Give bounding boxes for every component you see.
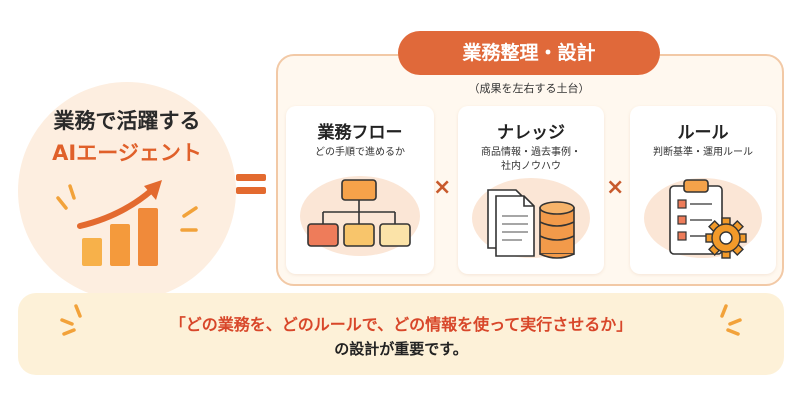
sparkle-left-icon (60, 304, 82, 336)
card-desc-line1: 商品情報・過去事例・ (481, 147, 581, 158)
times-operator-2: × (606, 175, 625, 200)
documents-database-icon (487, 189, 575, 259)
checklist-gear-icon (669, 179, 747, 259)
equals-icon (236, 172, 270, 198)
card-rules: ルール 判断基準・運用ルール (630, 106, 776, 274)
card-desc-line2: 社内ノウハウ (501, 161, 561, 172)
left-title-line1: 業務で活躍する (53, 109, 201, 133)
card-desc: 判断基準・運用ルール (653, 147, 753, 158)
section-header-pill: 業務整理・設計 (398, 31, 660, 75)
left-title-line2: AIエージェント (52, 141, 202, 165)
section-subtitle: （成果を左右する土台） (468, 82, 590, 95)
flowchart-icon (307, 179, 411, 247)
card-desc: どの手順で進めるか (315, 147, 405, 158)
conclusion-banner (18, 293, 784, 375)
banner-line2: の設計が重要です。 (334, 340, 468, 358)
card-business-flow: 業務フロー どの手順で進めるか (286, 106, 434, 274)
card-title: ルール (677, 123, 729, 143)
banner-line1: 「どの業務を、どのルールで、どの情報を使って実行させるか」 (169, 315, 633, 334)
sparkle-right-icon (720, 304, 742, 336)
times-operator-1: × (433, 175, 452, 200)
card-title: ナレッジ (497, 123, 565, 143)
card-knowledge: ナレッジ 商品情報・過去事例・ 社内ノウハウ (458, 106, 604, 274)
card-title: 業務フロー (317, 123, 403, 143)
growth-chart-icon (56, 180, 198, 266)
